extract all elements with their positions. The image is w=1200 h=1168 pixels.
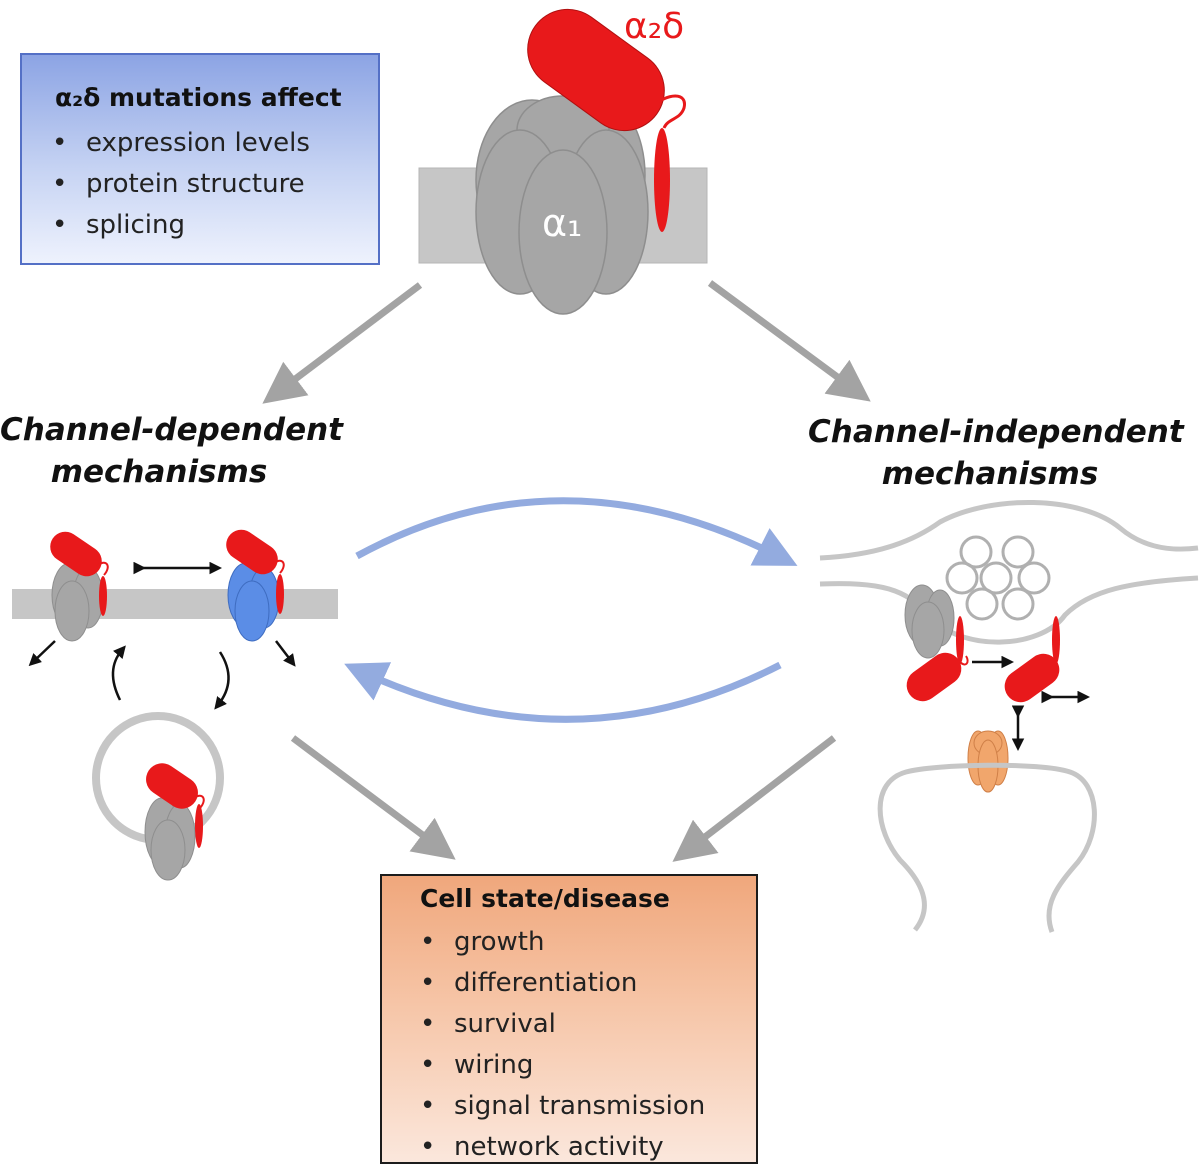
arrow-independent-to-outcome bbox=[672, 735, 837, 862]
arrow-dependent-to-independent bbox=[355, 497, 798, 566]
alpha2delta-label: α₂δ bbox=[624, 6, 685, 47]
flow-arrows bbox=[262, 280, 871, 862]
list-item: •signal transmission bbox=[420, 1091, 706, 1121]
channel-independent-illustration bbox=[819, 499, 1199, 933]
arrow-dependent-to-outcome bbox=[290, 735, 456, 860]
top-channel-complex bbox=[418, 8, 708, 315]
cell-state-list: •growth •differentiation •survival •wiri… bbox=[420, 922, 705, 1168]
list-item: •survival bbox=[420, 1009, 556, 1039]
left-black-arrows bbox=[28, 561, 296, 710]
channel-dependent-label: Channel-dependent mechanisms bbox=[0, 412, 343, 490]
postsynaptic-receptor bbox=[967, 730, 1009, 793]
blue-channel bbox=[227, 562, 280, 642]
mutations-list: •expression levels •protein structure •s… bbox=[52, 123, 310, 246]
arrow-independent-to-dependent bbox=[344, 661, 782, 723]
postsynaptic-membrane bbox=[877, 762, 1097, 933]
cell-state-title: Cell state/disease bbox=[420, 884, 670, 913]
alpha1-subunit-front bbox=[518, 149, 608, 315]
list-item: •growth bbox=[420, 927, 545, 957]
crosstalk-arrows bbox=[344, 497, 798, 723]
list-item: •splicing bbox=[52, 210, 185, 240]
middle-alpha2delta bbox=[226, 529, 278, 575]
list-item: •wiring bbox=[420, 1050, 534, 1080]
grey-channel bbox=[51, 562, 104, 642]
mutations-box-title: α₂δ mutations affect bbox=[55, 83, 342, 112]
list-item: •protein structure bbox=[52, 169, 305, 199]
alpha1-label: α₁ bbox=[542, 201, 583, 245]
synaptic-vesicles bbox=[945, 535, 1051, 621]
list-item: •network activity bbox=[420, 1132, 664, 1162]
presynaptic-membrane-bottom bbox=[819, 575, 1199, 645]
left-alpha2delta bbox=[50, 531, 102, 577]
mutations-box: α₂δ mutations affect •expression levels … bbox=[20, 53, 380, 265]
arrow-to-independent bbox=[707, 280, 871, 402]
delta-membrane-anchor bbox=[654, 128, 670, 232]
vesicle-channel bbox=[144, 797, 196, 881]
free-alpha2delta-2 bbox=[1004, 653, 1060, 703]
presynaptic-channel bbox=[904, 584, 955, 659]
right-black-arrows bbox=[972, 655, 1091, 752]
list-item: •expression levels bbox=[52, 128, 310, 158]
presynaptic-membrane-top bbox=[819, 499, 1199, 561]
list-item: •differentiation bbox=[420, 968, 638, 998]
free-alpha2delta-1 bbox=[906, 652, 962, 702]
channel-independent-label: Channel-independent mechanisms bbox=[808, 414, 1184, 492]
alpha2delta-subunit bbox=[527, 8, 665, 132]
cell-state-box: Cell state/disease •growth •differentiat… bbox=[380, 874, 758, 1164]
channel-dependent-illustration bbox=[12, 529, 338, 881]
vesicle-alpha2delta bbox=[146, 763, 198, 809]
alpha2delta-linker bbox=[649, 94, 686, 129]
arrow-to-dependent bbox=[262, 282, 423, 404]
